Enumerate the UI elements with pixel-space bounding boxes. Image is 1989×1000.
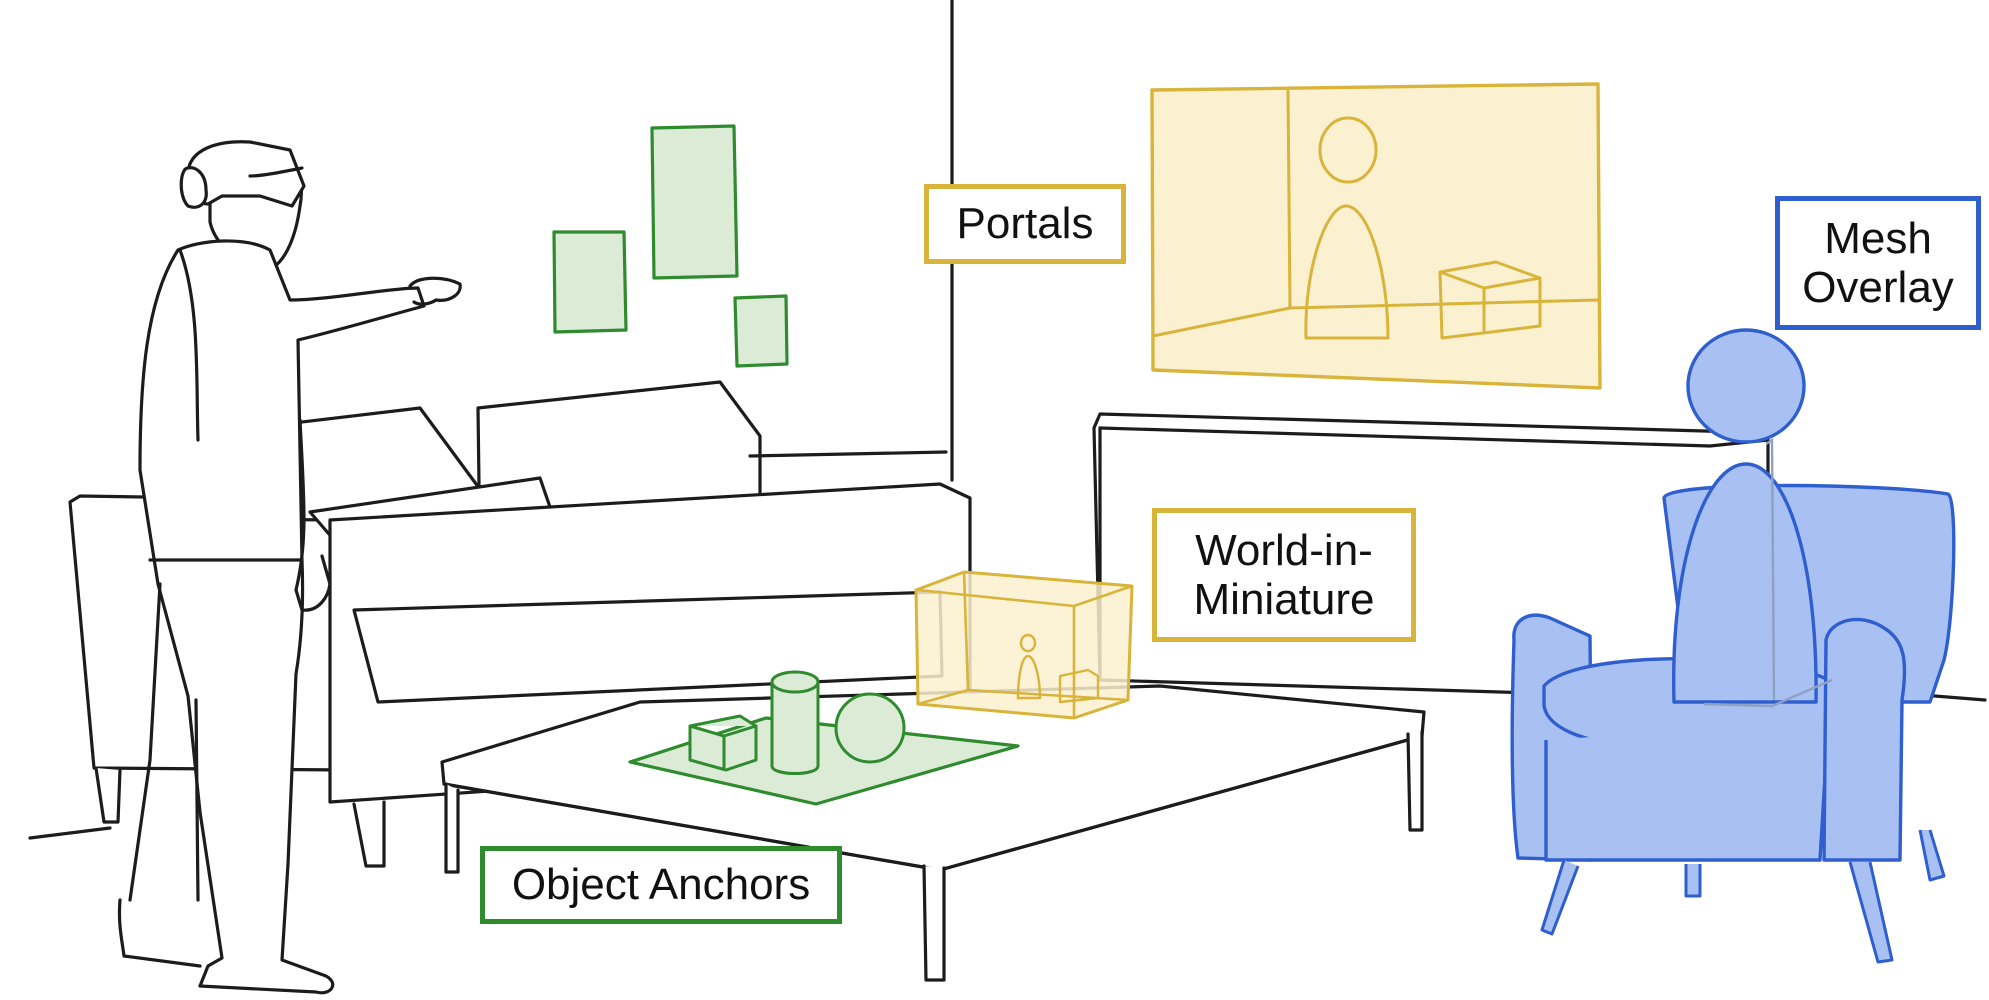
object-anchors-label-text: Object Anchors <box>511 860 811 910</box>
object-anchors-label: Object Anchors <box>480 846 842 924</box>
portals-label-text: Portals <box>956 199 1094 249</box>
portals-label: Portals <box>924 184 1126 264</box>
world-in-miniature-label-line1: World-in- <box>1195 525 1373 575</box>
armchair-mesh-overlay <box>1510 328 1956 964</box>
world-in-miniature-label: World-in- Miniature <box>1152 508 1416 642</box>
object-anchors-tray <box>628 670 1020 806</box>
world-in-miniature-label-line2: Miniature <box>1193 575 1375 624</box>
portal-window <box>1150 82 1602 390</box>
coffee-table <box>440 684 1426 982</box>
mesh-overlay-label: Mesh Overlay <box>1775 196 1981 330</box>
mesh-overlay-label-line1: Mesh <box>1824 213 1932 263</box>
world-in-miniature-cube <box>914 570 1134 720</box>
person-with-headset <box>117 140 462 995</box>
wall-frames <box>552 124 789 368</box>
mesh-overlay-label-line2: Overlay <box>1802 263 1954 312</box>
